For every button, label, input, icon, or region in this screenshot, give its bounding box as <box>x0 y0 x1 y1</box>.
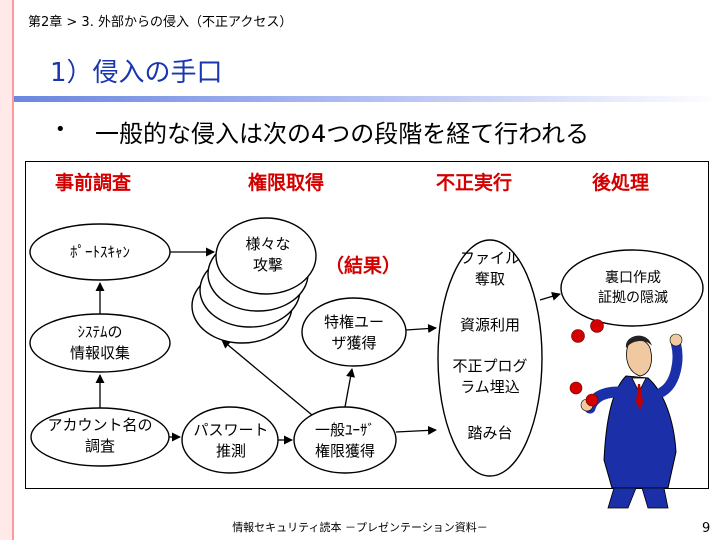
businessman-illustration <box>580 333 683 509</box>
privilege-user-line-1: 特権ユー <box>323 313 384 331</box>
stepping-stone-label: 踏み台 <box>467 424 513 442</box>
title-underline-bar <box>14 96 720 102</box>
resource-use-label: 資源利用 <box>459 316 520 334</box>
left-accent-line <box>12 0 14 540</box>
system-info-line-1: ｼｽﾃﾑの <box>77 323 123 341</box>
juggling-balls <box>569 319 604 407</box>
password-label: パスワート 推測 <box>186 420 276 462</box>
privilege-user-label: 特権ユー ザ獲得 <box>314 312 394 354</box>
file-steal-line-1: ファイル <box>459 249 520 267</box>
system-info-label: ｼｽﾃﾑの 情報収集 <box>40 322 160 364</box>
bullet-marker: • <box>55 119 66 140</box>
arrow-general-to-privilege <box>344 368 355 408</box>
password-line-1: パスワート <box>193 421 269 439</box>
breadcrumb: 第2章 > 3. 外部からの侵入（不正アクセス） <box>28 15 293 30</box>
stage-cleanup: 後処理 <box>592 172 650 194</box>
left-accent-bar <box>0 0 12 540</box>
arrow-execution-to-backdoor <box>539 291 561 301</box>
general-user-line-2: 権限獲得 <box>314 442 375 460</box>
privilege-user-line-2: ザ獲得 <box>331 334 377 352</box>
general-user-line-1: 一般ﾕｰｻﾞ <box>314 421 375 439</box>
backdoor-line-1: 裏口作成 <box>605 270 661 286</box>
stage-recon: 事前調査 <box>55 172 132 194</box>
execution-tall-ellipse <box>437 239 543 477</box>
stage-execution: 不正実行 <box>436 172 513 194</box>
illegal-program-line-2: ラム埋込 <box>460 378 520 396</box>
attack-flow-diagram <box>25 161 709 489</box>
port-scan-label: ﾎﾟｰﾄｽｷｬﾝ <box>69 243 130 261</box>
arrow-general-to-attack <box>221 339 313 416</box>
various-attacks-label: 様々な 攻撃 <box>236 234 300 276</box>
account-name-line-2: 調査 <box>84 437 115 455</box>
backdoor-ellipse <box>560 249 704 327</box>
account-name-line-1: アカウント名の <box>47 416 153 434</box>
page-number: 9 <box>702 521 711 536</box>
arrow-privilege-to-execution <box>405 324 437 334</box>
result-label: （結果） <box>325 255 402 277</box>
privilege-user-ellipse <box>301 297 407 367</box>
attack-stack-ellipse-1 <box>215 217 317 295</box>
ball <box>569 381 583 395</box>
ball <box>571 329 585 343</box>
various-attacks-line-2: 攻撃 <box>252 256 283 274</box>
footer-text: 情報セキュリティ読本 －プレゼンテーション資料－ <box>232 521 488 534</box>
file-steal-label: ファイル 奪取 <box>445 248 535 290</box>
bullet-text: 一般的な侵入は次の4つの段階を経て行われる <box>95 120 590 148</box>
general-user-label: 一般ﾕｰｻﾞ 権限獲得 <box>300 420 390 462</box>
backdoor-line-2: 証拠の隠滅 <box>598 290 668 306</box>
stage-privilege: 権限取得 <box>248 172 325 194</box>
various-attacks-line-1: 様々な <box>245 235 291 253</box>
illegal-program-label: 不正プログ ラム埋込 <box>440 356 540 398</box>
ball <box>585 393 599 407</box>
slide-title: 1）侵入の手口 <box>50 58 223 88</box>
illegal-program-line-1: 不正プログ <box>452 357 528 375</box>
password-line-2: 推測 <box>215 442 246 460</box>
file-steal-line-2: 奪取 <box>474 270 505 288</box>
system-info-line-2: 情報収集 <box>69 344 130 362</box>
arrow-general-to-execution <box>395 425 437 435</box>
ball <box>590 319 604 333</box>
account-name-label: アカウント名の 調査 <box>30 415 170 457</box>
backdoor-label: 裏口作成 証拠の隠滅 <box>578 268 688 308</box>
